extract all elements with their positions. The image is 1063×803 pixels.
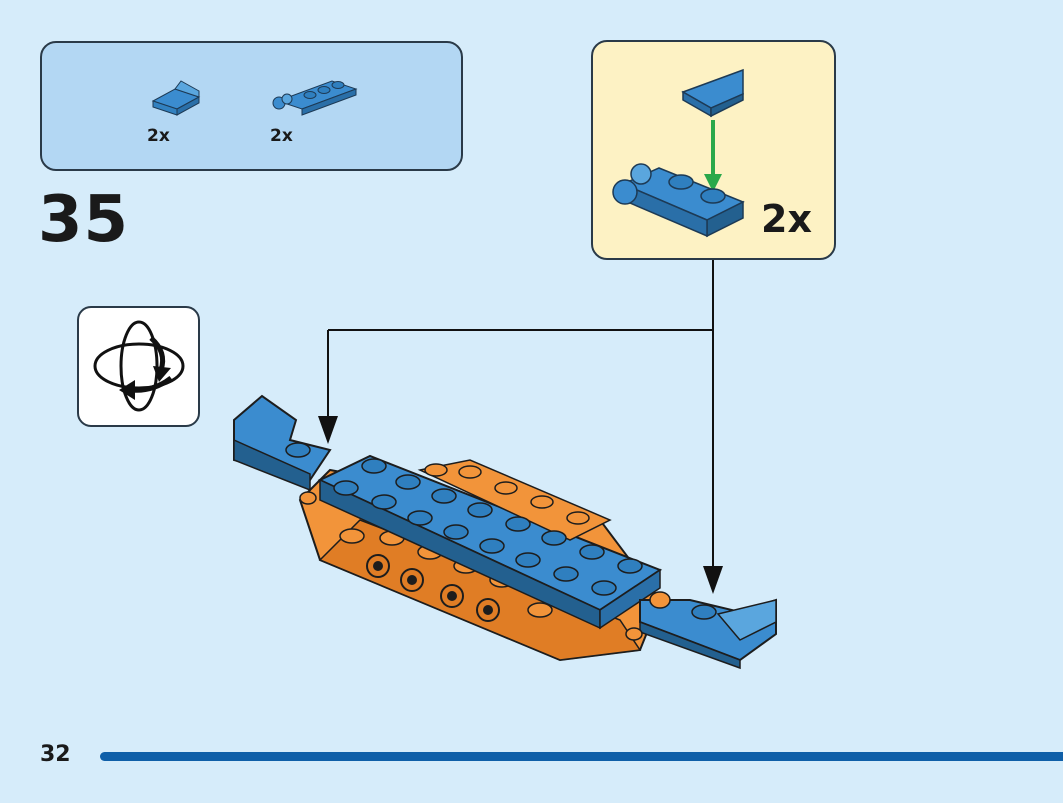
parts-list-panel: 2x 2x [40, 41, 463, 171]
rotate-model-icon [93, 320, 185, 412]
slope-brick-icon [681, 68, 744, 118]
page-number: 32 [40, 742, 71, 767]
placement-arrow-left [318, 416, 338, 444]
part-item-clip-plate: 2x [270, 71, 370, 161]
step-number: 35 [38, 183, 130, 257]
blue-slope-brick-icon [151, 80, 201, 116]
page-progress-bar [100, 752, 1063, 761]
clip-plate-icon [612, 163, 745, 238]
placement-arrow-right [703, 566, 723, 594]
sub-assembly-diagram [612, 68, 745, 238]
part-quantity: 2x [147, 126, 170, 146]
blue-clip-plate-icon [272, 80, 358, 116]
part-item-slope: 2x [147, 71, 247, 161]
sub-assembly-quantity: 2x [761, 197, 812, 241]
part-quantity: 2x [270, 126, 293, 146]
sub-assembly-callout: 2x [591, 40, 836, 260]
rotate-indicator [77, 306, 200, 427]
